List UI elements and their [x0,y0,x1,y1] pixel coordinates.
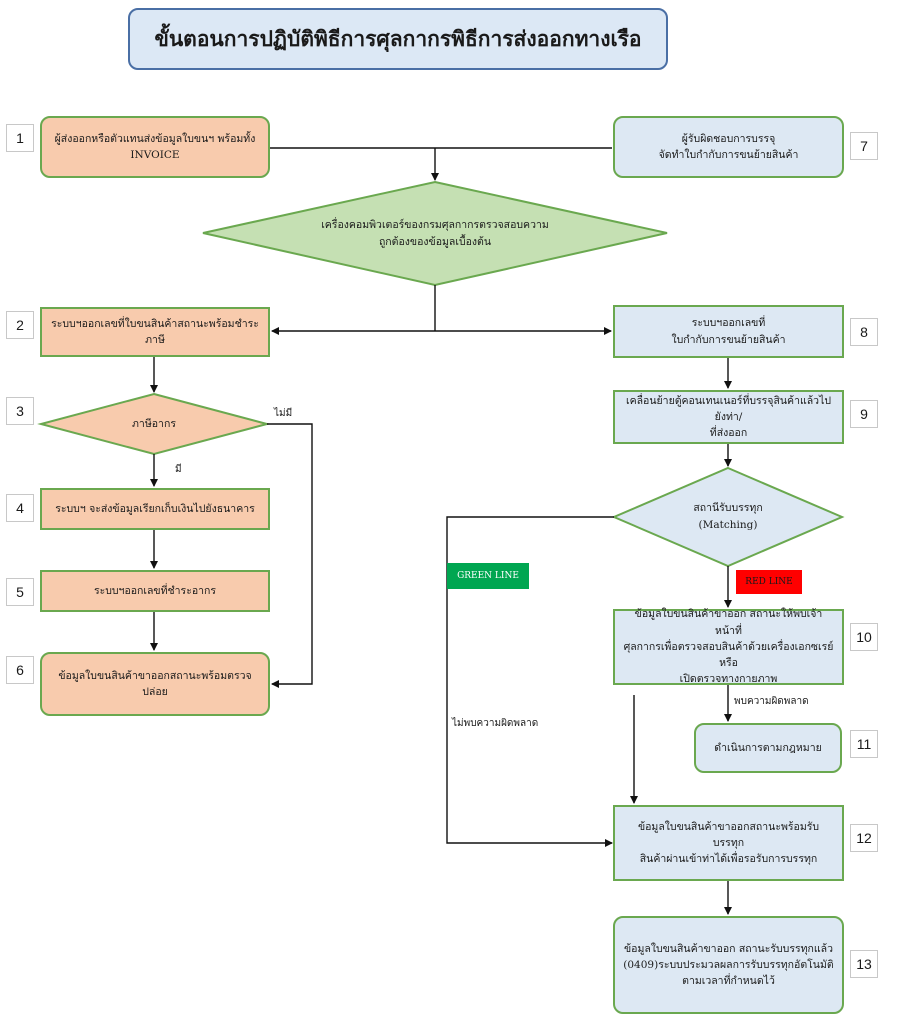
step-6-text: ข้อมูลใบขนสินค้าขาออกสถานะพร้อมตรวจปล่อย [58,669,252,698]
step-4-number: 4 [6,494,34,522]
step-11-box: ดำเนินการตามกฎหมาย [694,723,842,773]
step-3-number: 3 [6,397,34,425]
step-7-box: ผู้รับผิดชอบการบรรจุ จัดทำใบกำกับการขนย้… [613,116,844,178]
step-4-box: ระบบฯ จะส่งข้อมูลเรียกเก็บเงินไปยังธนาคา… [40,488,270,530]
step-5-text: ระบบฯออกเลขที่ชำระอากร [93,584,217,597]
step-2-number: 2 [6,311,34,339]
label-no-tax: ไม่มี [274,408,293,419]
step-12-text: ข้อมูลใบขนสินค้าขาออกสถานะพร้อมรับบรรทุก… [637,820,820,866]
step-8-number: 8 [850,318,878,346]
step-6-box: ข้อมูลใบขนสินค้าขาออกสถานะพร้อมตรวจปล่อย [40,652,270,716]
label-found-error: พบความผิดพลาด [734,696,809,707]
step-8-box: ระบบฯออกเลขที่ ใบกำกับการขนย้ายสินค้า [613,305,844,358]
step-11-text: ดำเนินการตามกฎหมาย [714,741,822,754]
step-9-number: 9 [850,400,878,428]
decision-main-text: เครื่องคอมพิวเตอร์ของกรมศุลกากรตรวจสอบคว… [321,219,549,248]
step-5-number: 5 [6,578,34,606]
page-title: ขั้นตอนการปฏิบัติพิธีการศุลกากรพิธีการส่… [128,8,668,70]
step-9-text: เคลื่อนย้ายตู้คอนเทนเนอร์ที่บรรจุสินค้าแ… [625,394,832,440]
step-1-text: ผู้ส่งออกหรือตัวแทนส่งข้อมูลใบขนฯ พร้อมท… [54,132,256,161]
decision-tax-text: ภาษีอากร [132,417,176,430]
label-has-tax: มี [175,464,182,475]
step-1-number: 1 [6,124,34,152]
step-10-number: 10 [850,623,878,651]
step-5-box: ระบบฯออกเลขที่ชำระอากร [40,570,270,612]
step-7-number: 7 [850,132,878,160]
step-1-box: ผู้ส่งออกหรือตัวแทนส่งข้อมูลใบขนฯ พร้อมท… [40,116,270,178]
step-10-text: ข้อมูลใบขนสินค้าขาออก สถานะให้พบเจ้าหน้า… [623,608,834,686]
step-6-number: 6 [6,656,34,684]
step-13-text: ข้อมูลใบขนสินค้าขาออก สถานะรับบรรทุกแล้ว… [623,942,834,988]
label-no-error: ไม่พบความผิดพลาด [452,718,539,729]
step-7-text: ผู้รับผิดชอบการบรรจุ จัดทำใบกำกับการขนย้… [658,132,799,161]
decision-matching: สถานีรับบรรทุก (Matching) [660,494,796,540]
step-12-number: 12 [850,824,878,852]
step-13-box: ข้อมูลใบขนสินค้าขาออก สถานะรับบรรทุกแล้ว… [613,916,844,1014]
step-9-box: เคลื่อนย้ายตู้คอนเทนเนอร์ที่บรรจุสินค้าแ… [613,390,844,444]
step-4-text: ระบบฯ จะส่งข้อมูลเรียกเก็บเงินไปยังธนาคา… [55,502,255,515]
decision-tax: ภาษีอากร [80,410,228,438]
step-2-text: ระบบฯออกเลขที่ใบขนสินค้าสถานะพร้อมชำระภา… [51,317,259,346]
decision-matching-text: สถานีรับบรรทุก (Matching) [693,502,763,531]
step-8-text: ระบบฯออกเลขที่ ใบกำกับการขนย้ายสินค้า [671,317,786,346]
step-11-number: 11 [850,730,878,758]
step-10-box: ข้อมูลใบขนสินค้าขาออก สถานะให้พบเจ้าหน้า… [613,608,844,686]
step-2-box: ระบบฯออกเลขที่ใบขนสินค้าสถานะพร้อมชำระภา… [40,307,270,357]
step-13-number: 13 [850,950,878,978]
step-12-box: ข้อมูลใบขนสินค้าขาออกสถานะพร้อมรับบรรทุก… [613,805,844,881]
decision-main: เครื่องคอมพิวเตอร์ของกรมศุลกากรตรวจสอบคว… [270,212,600,256]
green-line-tag: GREEN LINE [447,563,529,589]
red-line-tag: RED LINE [736,570,802,594]
